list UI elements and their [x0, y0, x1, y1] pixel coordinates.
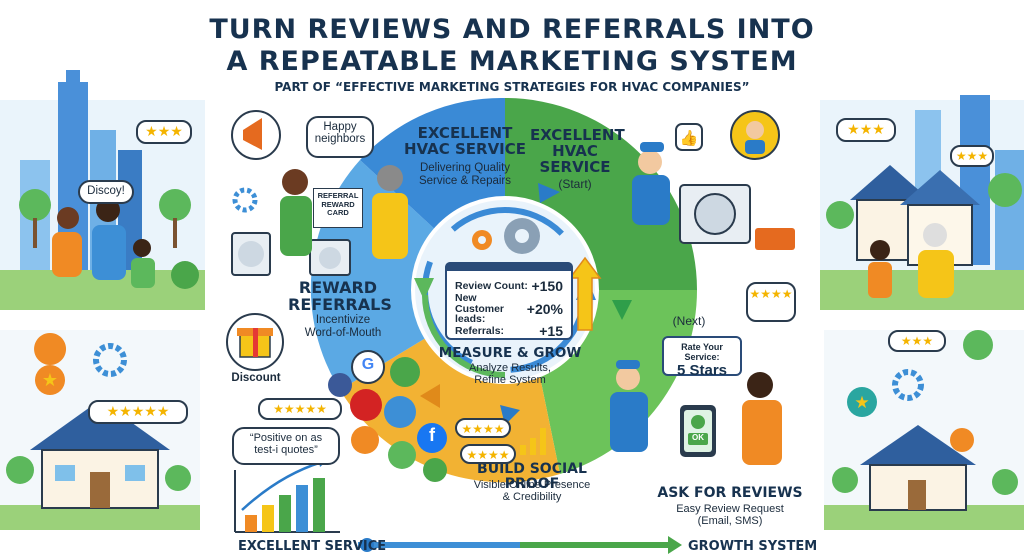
right-house-scene: ★	[824, 330, 1024, 530]
title-line-2: A REPEATABLE MARKETING SYSTEM	[226, 46, 798, 77]
rate-service-panel: Rate Your Service: 5 Stars	[662, 336, 742, 379]
metric-value: +15	[539, 323, 563, 339]
bottom-left-label: EXCELLENT SERVICE	[238, 539, 387, 554]
referral-reward-card: REFERRAL REWARD CARD	[313, 188, 363, 228]
service-left-desc: Delivering Quality Service & Repairs	[418, 162, 512, 187]
metric-label: Review Count:	[455, 280, 528, 292]
service-start-tag: (Start)	[558, 177, 592, 191]
bottom-right-label: GROWTH SYSTEM	[688, 539, 818, 554]
measure-title: MEASURE & GROW	[438, 345, 582, 361]
next-tag: (Next)	[672, 314, 706, 328]
metric-row: Review Count: +150	[447, 276, 571, 296]
service-start-title: EXCELLENT HVAC SERVICE	[530, 126, 625, 176]
svg-text:★: ★	[854, 393, 869, 412]
metrics-panel-header	[445, 262, 573, 271]
referrals-title: REWARD REFERRALS	[288, 278, 392, 314]
stars-bubble: ★★★★★	[88, 400, 188, 424]
social-icons	[328, 350, 447, 482]
google-icon: G	[361, 356, 375, 373]
ok-label: OK	[692, 433, 704, 442]
bottom-timeline	[358, 536, 682, 554]
svg-text:★: ★	[42, 370, 58, 390]
rate-service-value: 5 Stars	[676, 362, 728, 379]
discount-label: Discount	[231, 372, 281, 384]
stars-bubble: ★★★	[950, 145, 994, 167]
metric-row: New Customer leads: +20%	[447, 292, 571, 326]
metric-label: New Customer leads:	[455, 292, 505, 326]
social-proof-title: BUILD SOCIAL PROOF	[477, 461, 587, 492]
metric-value: +150	[531, 278, 563, 294]
rate-service-title: Rate Your Service:	[681, 342, 723, 362]
discoy-bubble: Discoy!	[78, 180, 134, 204]
metrics-panel: Review Count: +150 New Customer leads: +…	[445, 262, 573, 340]
measure-desc: Analyze Results, Refine System	[469, 362, 551, 387]
title-line-1: TURN REVIEWS AND REFERRALS INTO	[209, 14, 815, 45]
discount-gift	[226, 313, 284, 371]
metric-value: +20%	[526, 301, 563, 317]
svg-text:👍: 👍	[680, 129, 699, 147]
referral-scene	[231, 110, 408, 276]
happy-neighbors-bubble: Happy neighbors	[306, 116, 374, 158]
stars-bubble: ★★★★	[455, 418, 511, 438]
stars-bubble: ★★★★	[460, 444, 516, 464]
subtitle: PART OF “EFFECTIVE MARKETING STRATEGIES …	[274, 80, 750, 94]
stars-bubble: ★★★★	[746, 282, 796, 322]
referrals-desc: Incentivize Word-of-Mouth	[304, 314, 382, 339]
stars-bubble: ★★★	[836, 118, 896, 142]
metric-row: Referrals: +15	[447, 322, 571, 340]
stars-bubble: ★★★	[136, 120, 192, 144]
ask-reviews-desc: Easy Review Request (Email, SMS)	[676, 503, 784, 528]
technician-scene: 👍	[632, 110, 795, 250]
ask-reviews-scene	[610, 360, 782, 465]
social-proof-desc: Visible Online Presence & Credibility	[473, 479, 591, 504]
ask-reviews-title: ASK FOR REVIEWS	[657, 485, 803, 501]
left-house-scene: ★	[0, 330, 200, 530]
stars-bubble: ★★★	[888, 330, 946, 352]
quotes-bubble: “Positive on as test-i quotes”	[232, 427, 340, 465]
service-left-title: EXCELLENT HVAC SERVICE	[403, 124, 527, 158]
facebook-icon: f	[429, 425, 435, 445]
cycle-wheel	[310, 97, 697, 483]
stars-bubble: ★★★★★	[258, 398, 342, 420]
metric-label: Referrals:	[455, 325, 505, 337]
